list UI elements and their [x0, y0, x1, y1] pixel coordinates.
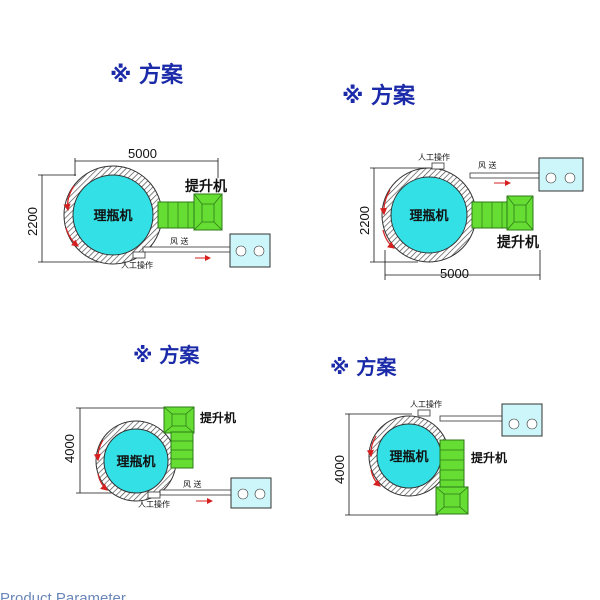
panel-2-elevator-belt [471, 201, 509, 229]
panel-3-rotation-arrow-top [93, 439, 104, 462]
panel-4-title: ※ 方案 [330, 355, 397, 379]
panel-1-elevator-label: 提升机 [185, 178, 227, 195]
panel-3-air-conveyor [159, 489, 233, 496]
panel-1-rotation-arrow-top [63, 185, 75, 212]
panel-3-title: ※ 方案 [133, 343, 200, 367]
panel-1-height-label: 2200 [25, 207, 40, 236]
panel-2-manual-label: 人工操作 [418, 152, 450, 162]
panel-2-air-conveyor [469, 172, 541, 179]
panel-2-air-label: 风 送 [478, 160, 497, 170]
panel-3-rotation-arrow-bottom [97, 473, 108, 491]
panel-1-air-conveyor [142, 246, 232, 253]
panel-3-manual-station [147, 491, 161, 499]
panel-2-height-label: 2200 [357, 206, 372, 235]
panel-3-height-label: 4000 [62, 434, 77, 463]
panel-2: ※ 方案 2200 5000 理瓶机 提升机 风 送 人工操作 [342, 83, 584, 281]
panel-3-machine-label: 理瓶机 [116, 454, 155, 470]
panel-1-machine-label: 理瓶机 [93, 208, 132, 224]
panel-1-width-label: 5000 [128, 146, 157, 161]
panel-4-air-conveyor [439, 415, 503, 422]
panel-3-air-label: 风 送 [183, 479, 202, 489]
panel-4-collector-box [501, 403, 543, 437]
panel-2-width-label: 5000 [440, 266, 469, 281]
panel-4-elevator-label: 提升机 [471, 450, 507, 465]
panel-1-manual-station [132, 251, 146, 259]
panel-2-collector-box [538, 157, 584, 192]
panel-2-machine-disc [390, 176, 468, 254]
panel-2-manual-station [431, 162, 445, 170]
panel-1-title: ※ 方案 [110, 62, 184, 88]
panel-1-machine-disc [72, 174, 154, 256]
panel-4-rotation-arrow-top [366, 435, 377, 458]
panel-1-rotation-arrow-bottom [65, 227, 79, 247]
panel-4-manual-label: 人工操作 [410, 399, 442, 409]
panel-1-manual-label: 人工操作 [121, 260, 153, 270]
panel-2-rotation-arrow-bottom [382, 229, 395, 249]
panel-3-manual-label: 人工操作 [138, 499, 170, 509]
panel-4-manual-station [417, 409, 431, 417]
panel-4-machine-label: 理瓶机 [389, 449, 428, 465]
panel-3: ※ 方案 4000 理瓶机 提升机 风 送 人工操作 [62, 343, 272, 509]
panel-4-height-label: 4000 [332, 455, 347, 484]
panel-2-machine-label: 理瓶机 [409, 208, 448, 224]
panel-4: ※ 方案 4000 理瓶机 提升机 人工操作 [330, 355, 543, 516]
panel-4-elevator-belt [439, 439, 465, 489]
panel-3-elevator-label: 提升机 [200, 410, 236, 425]
panel-2-title: ※ 方案 [342, 83, 416, 109]
section-caption: Product Parameter [0, 590, 126, 600]
panel-1-air-label: 风 送 [170, 236, 189, 246]
panel-2-elevator-label: 提升机 [497, 234, 539, 251]
panel-3-machine-disc [103, 428, 169, 494]
panel-1: ※ 方案 5000 2200 理瓶机 提升机 风 送 人工操作 [25, 62, 271, 270]
panel-1-elevator-belt [157, 201, 196, 229]
panel-2-rotation-arrow-top [379, 189, 391, 216]
panel-4-rotation-arrow-bottom [370, 469, 381, 487]
